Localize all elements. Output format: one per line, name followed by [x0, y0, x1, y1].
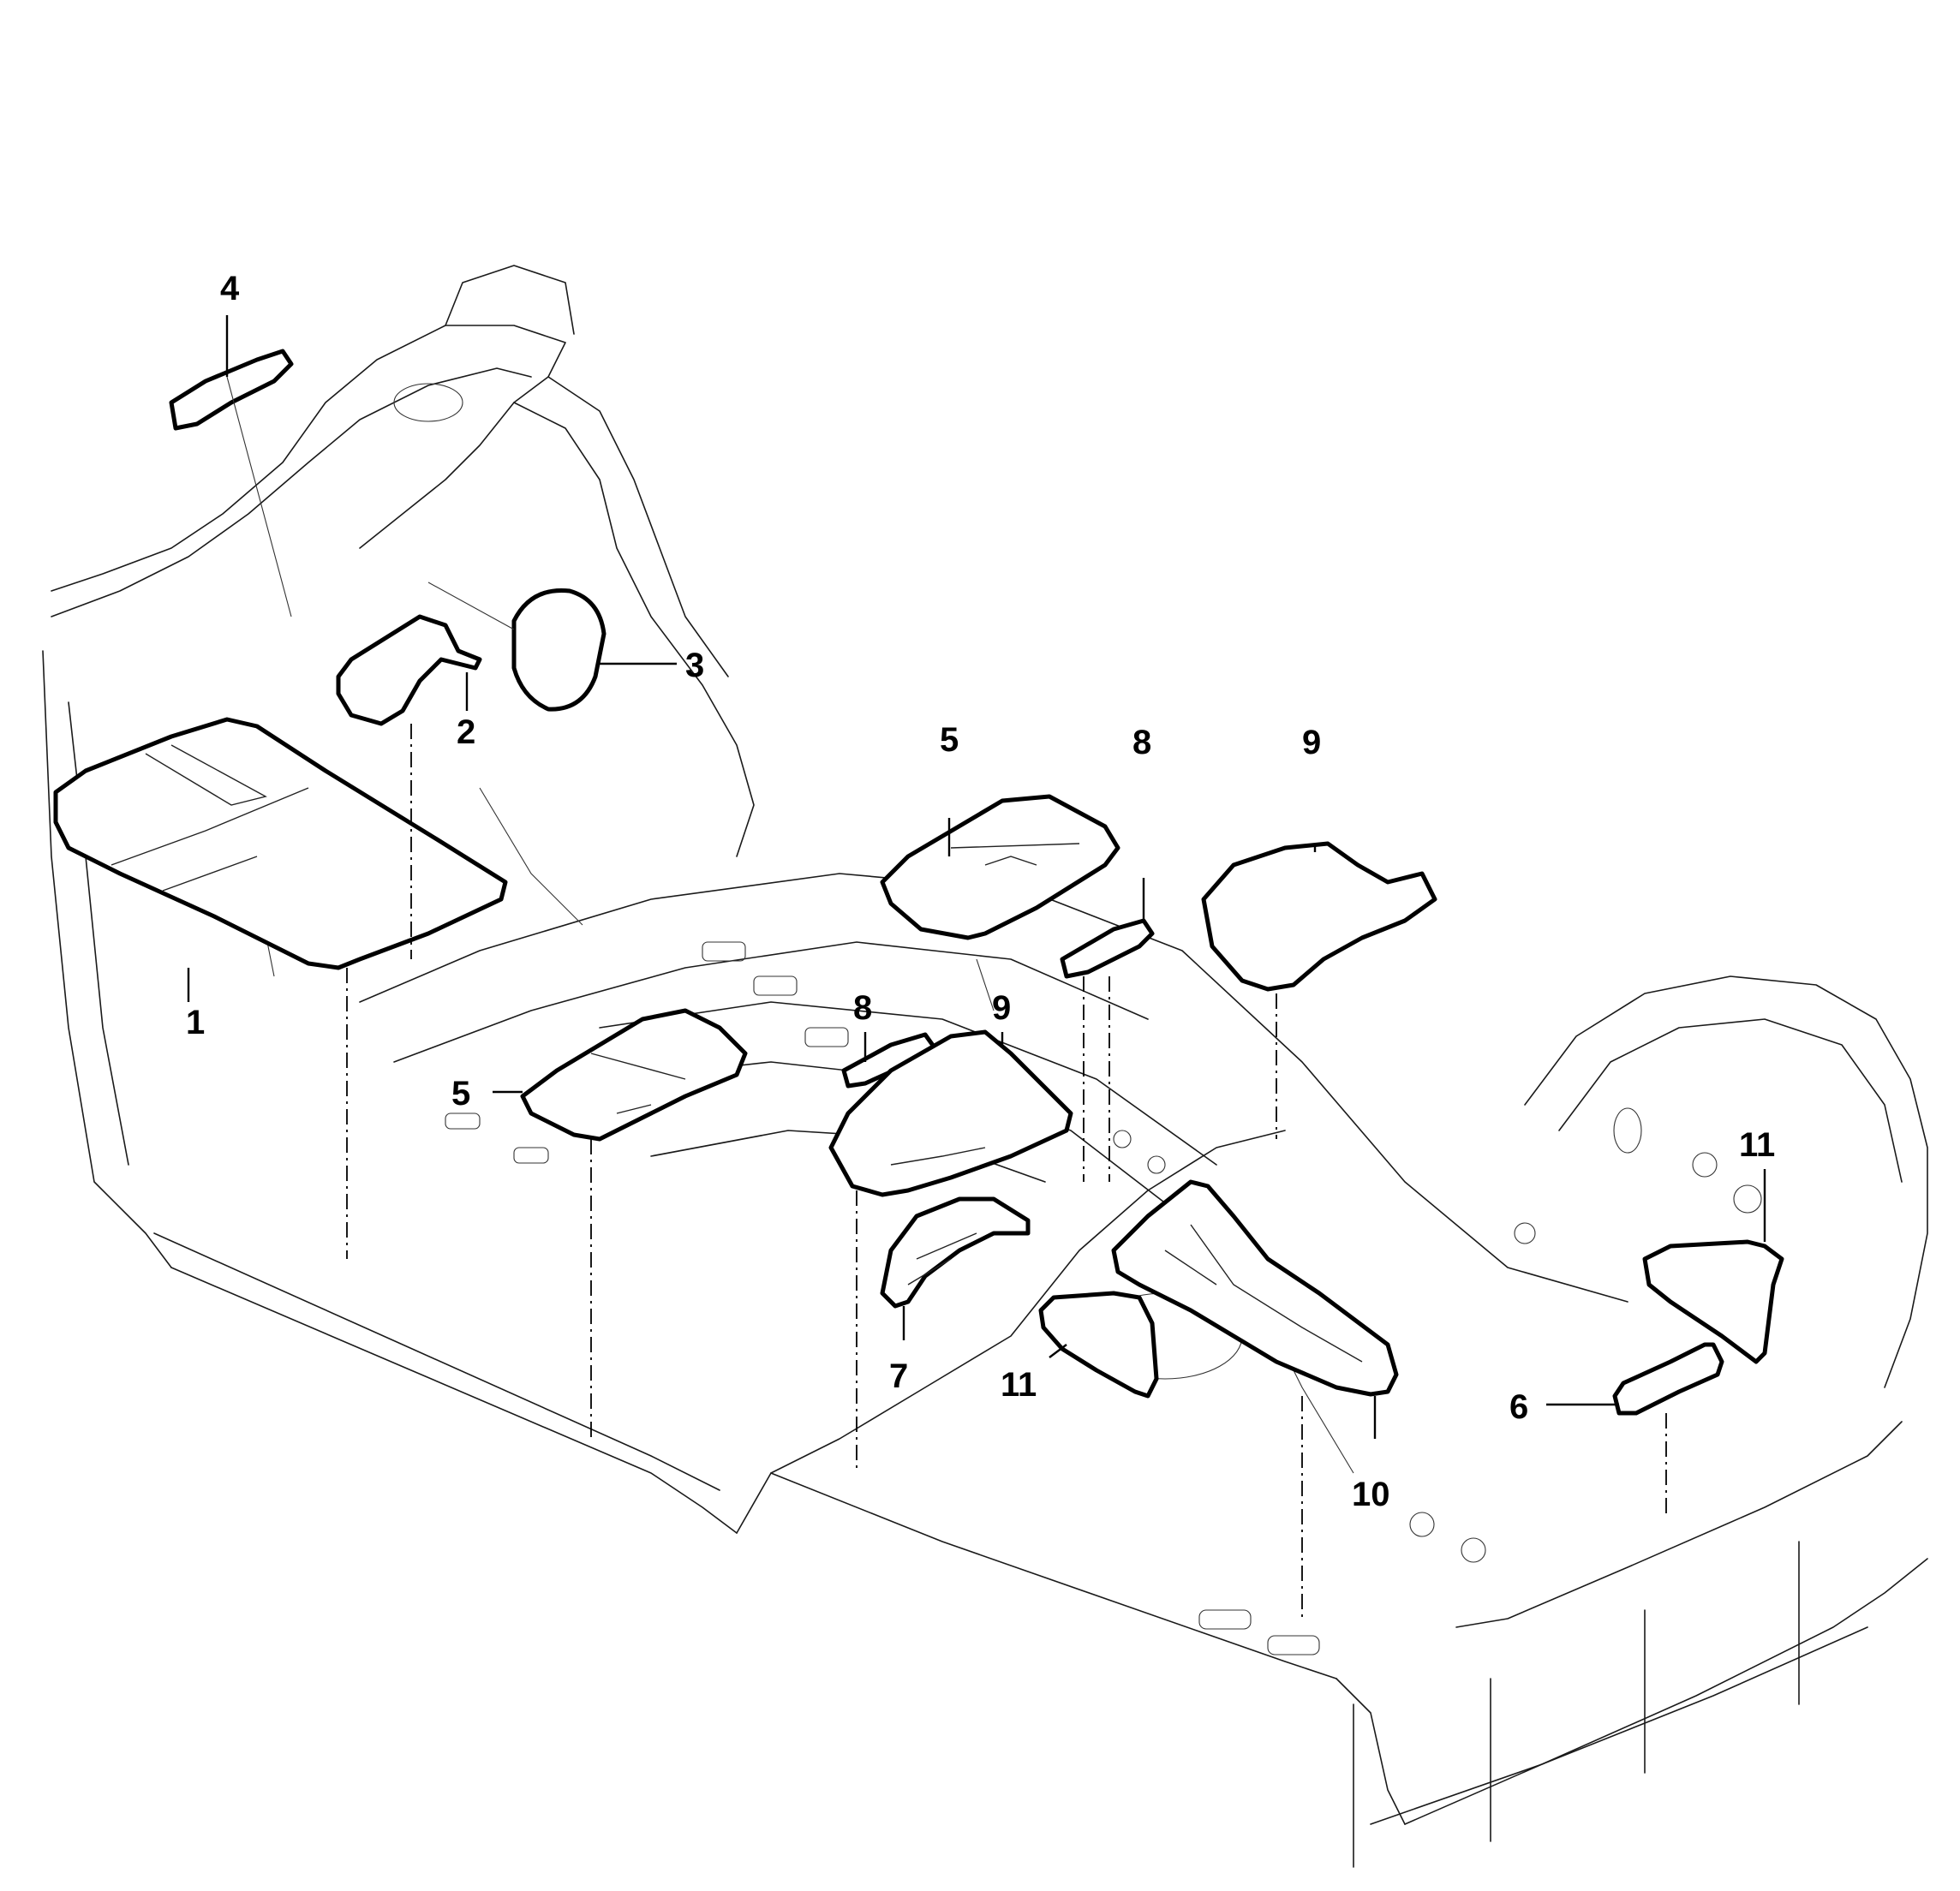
part-2-shape — [336, 614, 482, 726]
callout-1: 1 — [186, 1004, 205, 1041]
part-5-lower-shape — [520, 1008, 748, 1142]
part-3-shape — [511, 588, 607, 712]
callout-8-upper: 8 — [1132, 724, 1151, 761]
callout-5-lower: 5 — [451, 1075, 470, 1113]
part-1-shape — [53, 717, 508, 970]
callout-8-lower: 8 — [853, 989, 872, 1027]
callout-10: 10 — [1352, 1476, 1390, 1513]
part-9-upper-shape — [1201, 841, 1437, 992]
callout-4: 4 — [220, 270, 240, 307]
callout-2: 2 — [457, 713, 475, 751]
part-11-left-shape — [1038, 1291, 1159, 1399]
callout-9-lower: 9 — [992, 989, 1011, 1027]
callout-6: 6 — [1509, 1388, 1528, 1426]
part-6-shape — [1612, 1342, 1724, 1416]
callout-labels: 4 3 2 1 5 5 8 8 9 9 7 11 11 10 6 — [186, 270, 1775, 1513]
callout-3: 3 — [685, 647, 704, 684]
part-9-lower-shape — [828, 1029, 1073, 1197]
insulation-parts — [53, 349, 1784, 1416]
part-4-shape — [169, 349, 294, 431]
callout-5-upper: 5 — [940, 721, 959, 759]
part-7-shape — [880, 1196, 1031, 1309]
part-11-right-shape — [1642, 1239, 1784, 1364]
leader-lines — [187, 315, 1766, 1439]
alignment-lines — [346, 724, 1667, 1619]
callout-11-left: 11 — [1001, 1366, 1037, 1404]
callout-7: 7 — [889, 1357, 908, 1395]
part-5-upper-shape — [880, 794, 1120, 940]
part-8-upper-shape — [1060, 918, 1155, 979]
callout-9-upper: 9 — [1302, 724, 1321, 761]
callout-11-right: 11 — [1739, 1126, 1775, 1164]
